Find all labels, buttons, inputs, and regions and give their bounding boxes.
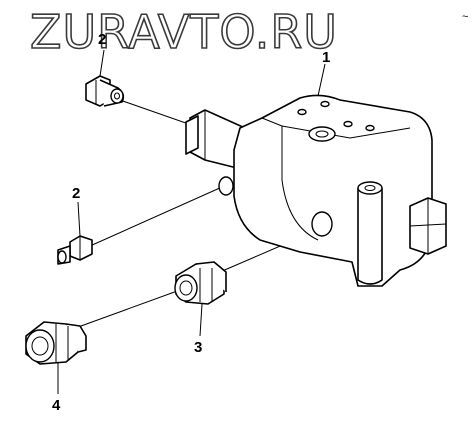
callout-2-middle: 2 <box>72 185 80 202</box>
fitting-3 <box>174 261 227 305</box>
valve-body <box>185 94 447 287</box>
fitting-2-top <box>85 75 125 107</box>
fitting-4 <box>25 321 87 365</box>
callout-1: 1 <box>322 49 330 66</box>
callout-3: 3 <box>194 339 202 356</box>
corner-mark: ~ <box>462 11 468 23</box>
leader-lines <box>57 49 326 394</box>
fitting-2-middle <box>57 235 93 265</box>
callout-2-top: 2 <box>98 31 106 48</box>
watermark-text: ZURAVTO.RU <box>30 5 338 59</box>
callout-4: 4 <box>52 397 61 414</box>
